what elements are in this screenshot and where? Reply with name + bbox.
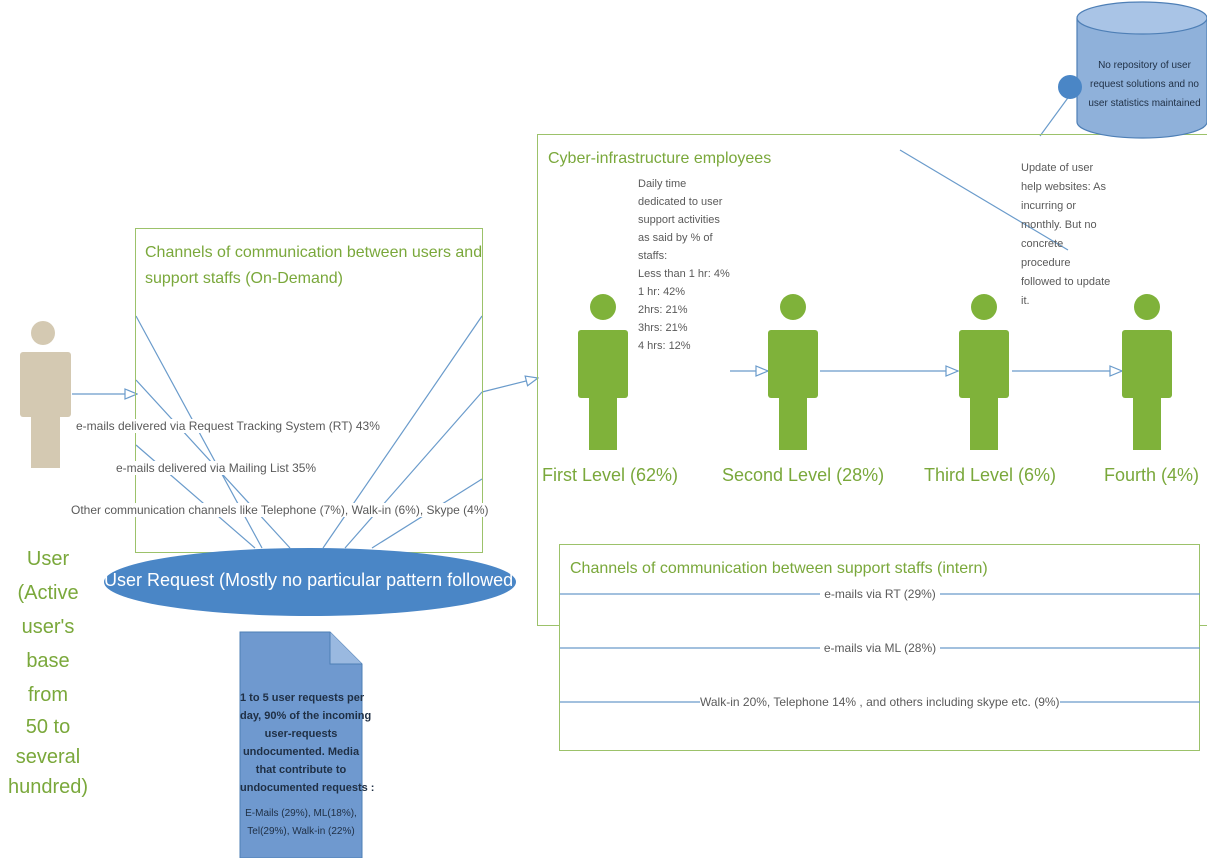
daily-time-line: 3hrs: 21%: [638, 322, 688, 334]
level-label-fourth: Fourth (4%): [1104, 465, 1200, 485]
user-person-icon: [20, 321, 71, 468]
user-label-line: from: [28, 684, 68, 706]
staff-person-icon: [578, 294, 628, 450]
level-label-second: Second Level (28%): [722, 465, 885, 485]
intern-channel: e-mails via ML (28%): [820, 641, 940, 655]
user-label-line: several: [15, 746, 81, 768]
note-line: user-requests: [264, 728, 338, 740]
user-request-label: User Request (Mostly no particular patte…: [104, 570, 520, 590]
staff-person-icon: [1122, 294, 1172, 450]
level-label-third: Third Level (6%): [924, 465, 1057, 485]
user-label-line: user's: [21, 616, 75, 638]
daily-time-line: 4 hrs: 12%: [638, 340, 691, 352]
update-line: help websites: As: [1021, 181, 1106, 193]
repository-line: No repository of user: [1098, 60, 1191, 71]
repository-line: user statistics maintained: [1088, 98, 1201, 109]
note-line: day, 90% of the incoming: [240, 710, 372, 722]
update-line: procedure: [1021, 257, 1071, 269]
user-label-line: 50 to: [25, 716, 71, 738]
cyber-title: Cyber-infrastructure employees: [548, 150, 772, 167]
daily-time-line: staffs:: [638, 250, 668, 262]
on-demand-title-line: Channels of communication between users …: [145, 244, 483, 261]
daily-time-line: dedicated to user: [638, 196, 723, 208]
daily-time-line: Daily time: [638, 178, 687, 190]
user-request-ellipse: [104, 548, 516, 616]
on-demand-channel: Other communication channels like Teleph…: [71, 503, 489, 517]
user-label-line: (Active: [17, 582, 79, 604]
daily-time-line: Less than 1 hr: 4%: [638, 268, 730, 280]
staff-person-icon: [768, 294, 818, 450]
staff-person-icon: [959, 294, 1009, 450]
update-line: followed to update: [1021, 276, 1111, 288]
database-cylinder-icon: [1058, 1, 1207, 139]
note-line: undocumented requests :: [240, 782, 375, 794]
note-line: undocumented. Media: [242, 746, 360, 758]
level-label-first: First Level (62%): [542, 465, 679, 485]
update-line: Update of user: [1021, 162, 1094, 174]
user-label-line: User: [26, 548, 70, 570]
user-label-line: hundred): [7, 776, 89, 798]
note-line: E-Mails (29%), ML(18%),: [245, 808, 357, 819]
note-line: 1 to 5 user requests per: [240, 692, 365, 704]
document-note-icon: [239, 631, 363, 858]
daily-time-line: support activities: [638, 214, 720, 226]
intern-channel: e-mails via RT (29%): [820, 587, 940, 601]
update-line: incurring or: [1021, 200, 1077, 212]
on-demand-title-line: support staffs (On-Demand): [145, 270, 344, 287]
update-line: monthly. But no: [1021, 219, 1097, 231]
daily-time-line: 1 hr: 42%: [638, 286, 686, 298]
repository-line: request solutions and no: [1090, 79, 1199, 90]
on-demand-channel: e-mails delivered via Request Tracking S…: [76, 419, 380, 433]
intern-title: Channels of communication between suppor…: [570, 560, 988, 577]
daily-time-line: 2hrs: 21%: [638, 304, 688, 316]
daily-time-line: as said by % of: [638, 232, 713, 244]
on-demand-channel: e-mails delivered via Mailing List 35%: [116, 461, 317, 475]
note-line: that contribute to: [255, 764, 347, 776]
update-line: it.: [1021, 295, 1030, 307]
update-line: concrete: [1021, 238, 1064, 250]
note-line: Tel(29%), Walk-in (22%): [247, 826, 355, 837]
user-label-line: base: [26, 650, 70, 672]
intern-channel: Walk-in 20%, Telephone 14% , and others …: [700, 695, 1060, 709]
